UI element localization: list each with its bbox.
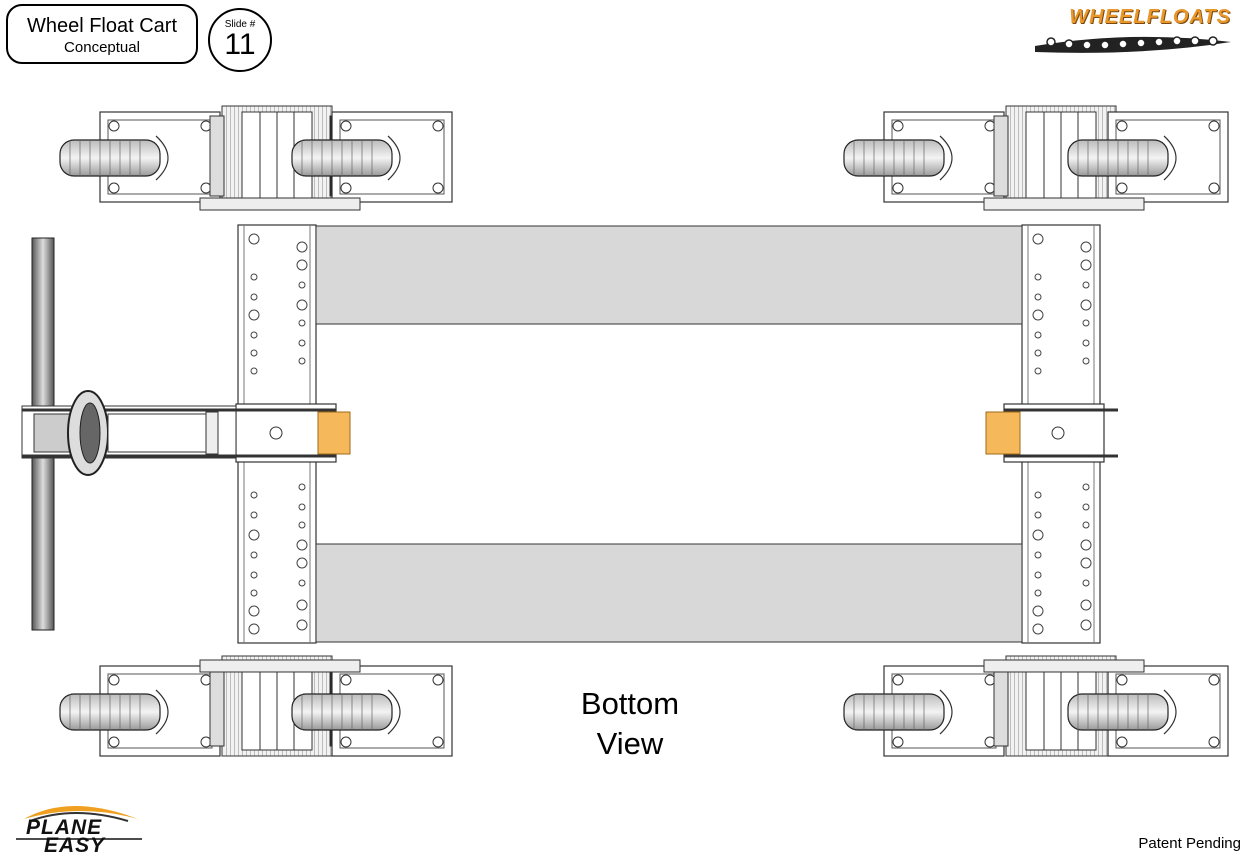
caster-assembly-top-right <box>843 105 1229 211</box>
diagram-title: Wheel Float Cart <box>26 15 178 37</box>
right-orange-block <box>985 411 1021 455</box>
plane-easy-logo-line1: PLANE <box>26 816 103 839</box>
view-label: Bottom View <box>560 684 700 764</box>
top-deck-panel <box>315 225 1023 325</box>
bottom-deck-panel <box>315 543 1023 643</box>
left-hitch-plate <box>222 403 351 463</box>
caster-assembly-bottom-right <box>843 655 1229 757</box>
diagram-subtitle: Conceptual <box>64 39 140 56</box>
view-label-line2: View <box>596 726 664 761</box>
plane-easy-logo <box>16 806 142 840</box>
right-hitch-plate <box>985 403 1118 463</box>
caster-assembly-bottom-left <box>59 655 453 757</box>
title-box: Wheel Float Cart Conceptual <box>6 4 198 64</box>
caster-assembly-top-left <box>59 105 453 211</box>
left-orange-block <box>317 411 351 455</box>
slide-label: Slide # <box>224 19 256 30</box>
wheelfloats-logo <box>1035 36 1231 53</box>
slide-number-badge: Slide # 11 <box>208 8 272 72</box>
slide-number: 11 <box>224 28 256 61</box>
wheelfloats-logo-text: WHEELFLOATS <box>1069 6 1231 28</box>
tow-handle <box>21 237 237 631</box>
patent-pending-label: Patent Pending <box>1138 835 1241 852</box>
view-label-line1: Bottom <box>580 686 680 721</box>
plane-easy-logo-line2: EASY <box>44 834 106 857</box>
